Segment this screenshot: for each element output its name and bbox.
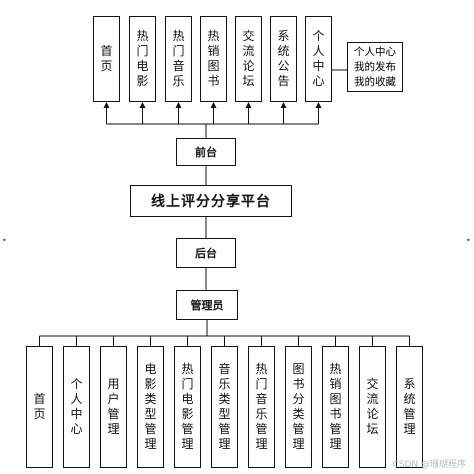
note-line-personal-center: 个人中心 — [354, 46, 396, 58]
admin-module-5: 热门电影管理 — [174, 346, 201, 468]
left-edge-marker: • — [2, 236, 7, 245]
admin-module-3: 用户管理 — [100, 346, 127, 468]
front-module-7: 个人中心 — [305, 16, 332, 102]
admin-module-11: 系统管理 — [396, 346, 423, 468]
front-module-6: 系统公告 — [270, 16, 297, 102]
front-end-label: 前台 — [195, 146, 217, 159]
front-module-3: 热门音乐 — [165, 16, 192, 102]
admin-module-8: 图书分类管理 — [285, 346, 312, 468]
admin-module-2: 个人中心 — [63, 346, 90, 468]
admin-module-1: 首页 — [26, 346, 53, 468]
admin-box: 管理员 — [176, 290, 238, 320]
front-end-box: 前台 — [176, 138, 236, 166]
front-module-arrow-4 — [210, 102, 217, 108]
front-module-arrow-1 — [103, 102, 110, 108]
note-line-my-favorites: 我的收藏 — [354, 76, 396, 89]
platform-title-box: 线上评分分享平台 — [130, 185, 292, 217]
platform-title: 线上评分分享平台 — [151, 194, 271, 210]
note-line-my-posts: 我的发布 — [354, 61, 396, 74]
right-edge-marker: • — [466, 236, 471, 245]
front-module-arrow-6 — [280, 102, 287, 108]
admin-module-4: 电影类型管理 — [137, 346, 164, 468]
front-module-2: 热门电影 — [129, 16, 156, 102]
front-module-arrow-3 — [175, 102, 182, 108]
front-module-5: 交流论坛 — [235, 16, 262, 102]
front-module-arrow-5 — [245, 102, 252, 108]
admin-module-10: 交流论坛 — [359, 346, 386, 468]
front-module-arrow-2 — [139, 102, 146, 108]
front-module-arrow-7 — [315, 102, 322, 108]
admin-module-6: 音乐类型管理 — [211, 346, 238, 468]
admin-module-9: 热销图书管理 — [322, 346, 349, 468]
admin-label: 管理员 — [190, 299, 224, 312]
front-module-1: 首页 — [93, 16, 120, 102]
admin-module-7: 热门音乐管理 — [248, 346, 275, 468]
front-module-4: 热销图书 — [200, 16, 227, 102]
watermark: CSDN @珊瑚程序 — [392, 460, 466, 470]
back-end-box: 后台 — [176, 238, 236, 268]
back-end-label: 后台 — [195, 247, 217, 260]
personal-center-note: 个人中心 我的发布 我的收藏 — [347, 42, 403, 92]
